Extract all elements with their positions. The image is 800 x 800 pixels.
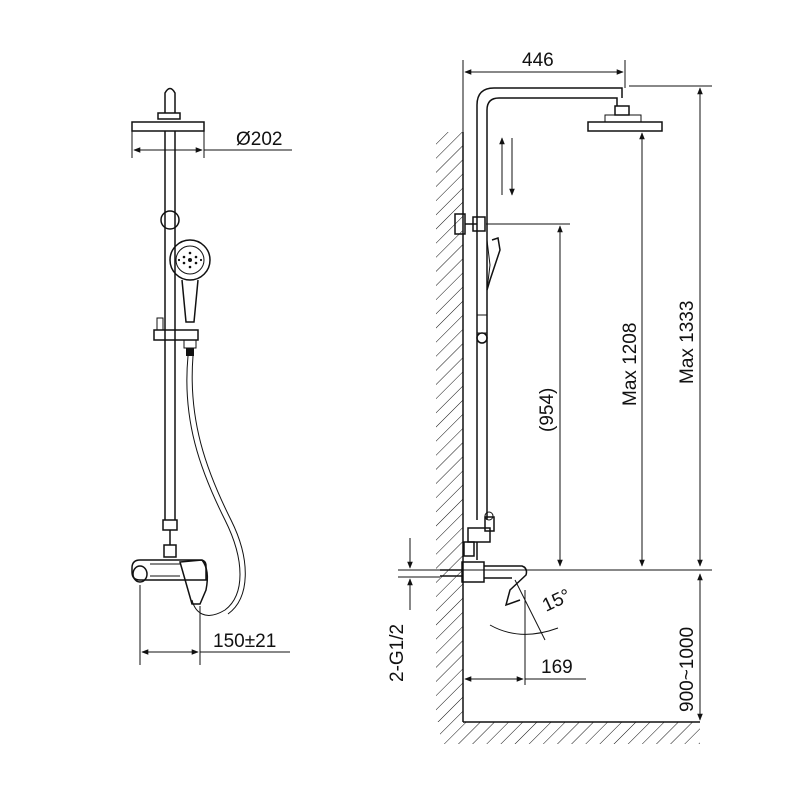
hose-inner	[191, 355, 246, 615]
floor-hatching	[440, 722, 700, 744]
overhead-shower-head	[131, 121, 205, 132]
arm-length-label: 446	[522, 50, 554, 71]
riser-arm-outer	[476, 87, 623, 520]
max-outlet-label: Max 1208	[620, 323, 641, 406]
hand-shower-nozzles	[177, 251, 203, 269]
slide-holder	[153, 329, 199, 341]
mixer-offset-label: 150±21	[213, 631, 276, 652]
upper-bracket	[160, 210, 180, 230]
spout-projection-label: 169	[541, 657, 573, 678]
top-connector	[164, 87, 176, 113]
mixer-inlet	[132, 565, 148, 583]
hose-outer	[186, 355, 241, 616]
spout-angle-arc	[489, 624, 559, 635]
mixer-lever	[179, 559, 209, 605]
inlet-size-label: 2-G1/2	[387, 624, 408, 682]
side-mixer-body	[461, 561, 485, 583]
side-spout	[484, 565, 528, 607]
front-view: Ø202	[131, 87, 292, 665]
hand-shower-handle	[181, 279, 199, 323]
riser-arm-inner	[486, 97, 618, 520]
max-total-label: Max 1333	[677, 301, 698, 384]
side-slide-holder	[476, 332, 488, 344]
diverter	[162, 519, 178, 531]
slide-height-label: (954)	[537, 388, 558, 432]
hand-shower-head	[169, 239, 211, 281]
spout-angle-label: 15°	[539, 585, 574, 616]
mixer-body	[131, 559, 207, 581]
side-hand-shower	[486, 237, 501, 291]
side-view: 446 (954) Max 1208 Max 1333 15° 169 2-G1…	[387, 50, 712, 744]
side-diverter	[467, 527, 491, 543]
hose-connector	[186, 348, 194, 356]
install-height-label: 900~1000	[677, 627, 698, 712]
head-diameter-label: Ø202	[236, 129, 282, 150]
wall-hatching	[436, 132, 463, 722]
side-overhead-head	[587, 121, 663, 132]
head-mount	[157, 112, 181, 120]
